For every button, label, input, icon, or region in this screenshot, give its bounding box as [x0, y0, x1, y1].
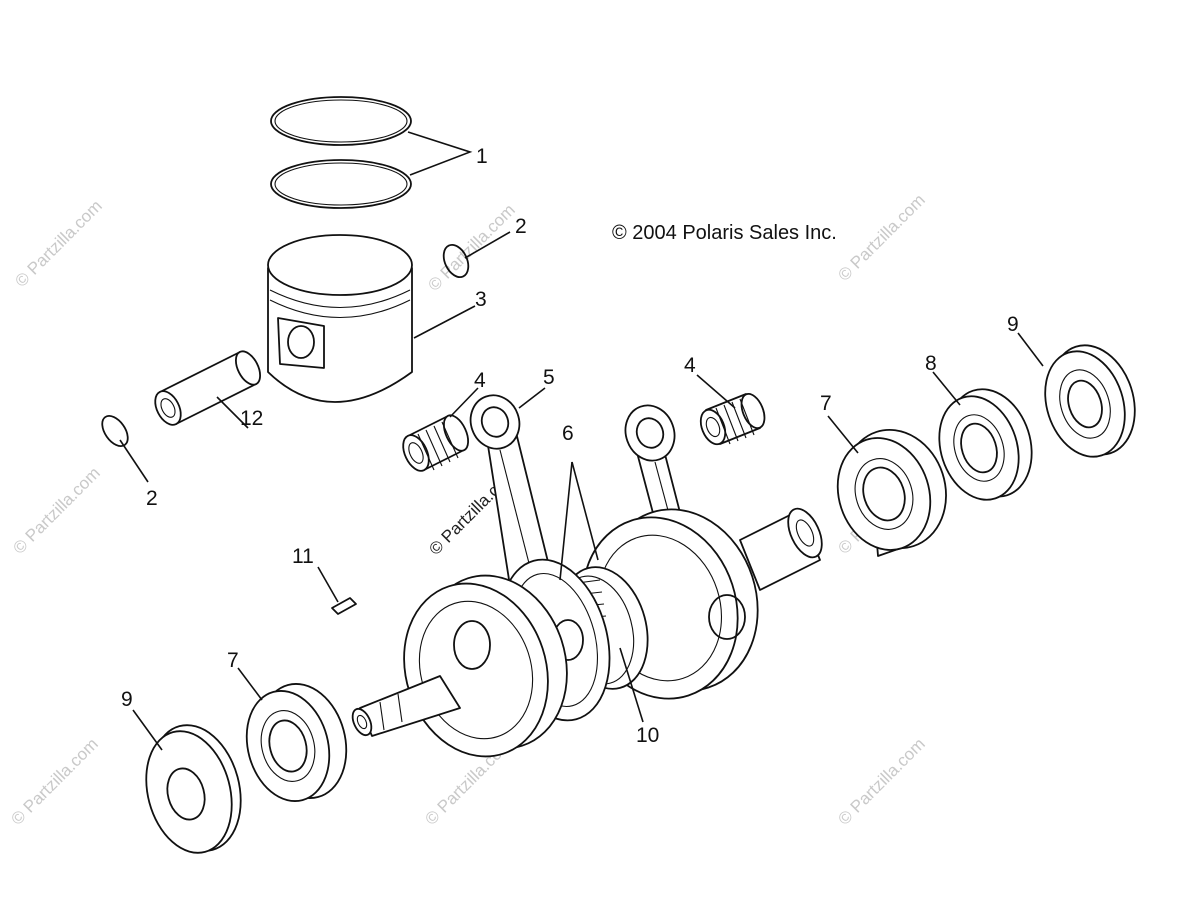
watermark: © Partzilla.com: [834, 734, 928, 828]
main-bearing: [245, 683, 348, 802]
circlip: [101, 415, 129, 447]
callout-3: 3: [475, 288, 487, 311]
oil-seal: [145, 724, 242, 854]
callout-9: 9: [1007, 313, 1019, 336]
circlip: [442, 244, 470, 278]
callout-10: 10: [636, 724, 659, 747]
watermark: © Partzilla.com: [9, 463, 103, 557]
callout-2: 2: [515, 215, 527, 238]
callout-11: 11: [292, 545, 314, 568]
callout-2: 2: [146, 487, 158, 510]
callout-9: 9: [121, 688, 133, 711]
oil-seal: [1044, 344, 1136, 458]
crankshaft: [351, 507, 823, 758]
watermark: © Partzilla.com: [424, 200, 518, 294]
woodruff-key: [331, 597, 357, 615]
watermark: © Partzilla.com: [11, 196, 105, 290]
copyright-text: © 2004 Polaris Sales Inc.: [612, 222, 837, 244]
piston: [267, 234, 413, 403]
callout-7: 7: [820, 392, 832, 415]
callout-labels: 1 2 2 3 4 4 5 6 7 7 8 9 9 10 11 12: [121, 145, 1019, 747]
main-bearing: [836, 428, 947, 557]
callout-6: 6: [562, 422, 574, 445]
callout-7: 7: [227, 649, 239, 672]
piston-pin: [154, 350, 261, 426]
callout-4: 4: [684, 354, 696, 377]
connecting-rod: [469, 394, 551, 587]
callout-12: 12: [240, 407, 263, 430]
needle-bearing: [699, 392, 766, 446]
watermark: © Partzilla.com: [834, 190, 928, 284]
callout-4: 4: [474, 369, 486, 392]
needle-bearing: [402, 414, 470, 472]
callout-8: 8: [925, 352, 937, 375]
callout-1: 1: [476, 145, 488, 168]
piston-rings: [270, 96, 412, 209]
leader-lines: [119, 131, 1044, 751]
watermark: © Partzilla.com: [7, 734, 101, 828]
callout-5: 5: [543, 366, 555, 389]
bearing: [938, 388, 1033, 501]
